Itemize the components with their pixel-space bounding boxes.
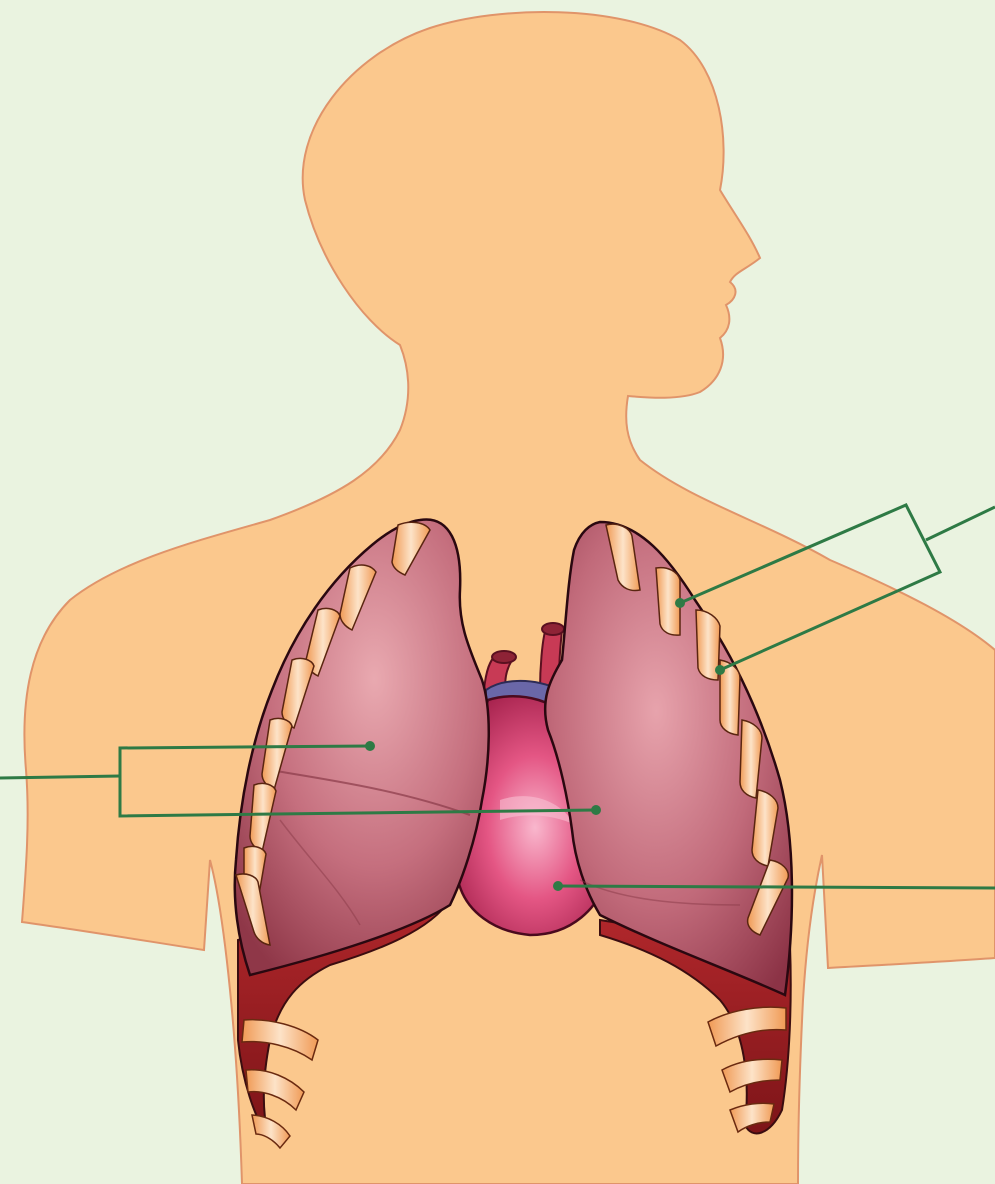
heart-pointer: [553, 881, 563, 891]
ribs-leader-tail: [926, 507, 995, 540]
heart-leader: [558, 886, 995, 888]
lungs-pointer-left: [365, 741, 375, 751]
ribs-pointer-lower: [715, 665, 725, 675]
body-silhouette: [22, 12, 995, 1184]
lungs-pointer-right: [591, 805, 601, 815]
ribs-pointer-upper: [675, 598, 685, 608]
lungs-leader-tail: [0, 776, 120, 778]
